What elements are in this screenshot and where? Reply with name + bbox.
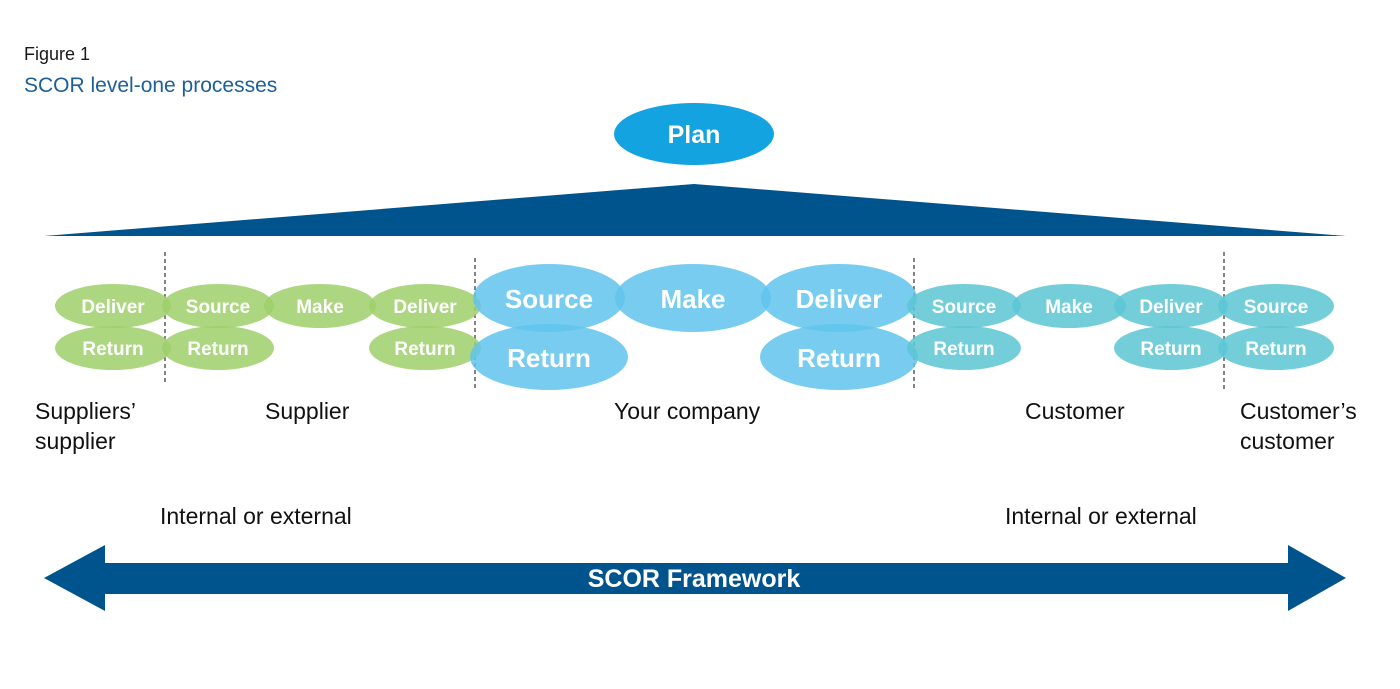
supplier-deliver-label: Deliver xyxy=(393,297,457,318)
figure-title: SCOR level-one processes xyxy=(24,74,278,97)
supplier-deliver-return-label: Return xyxy=(394,339,455,360)
supplier-source-ellipse xyxy=(162,284,274,328)
supplier-make-ellipse xyxy=(264,284,376,328)
company-source-ellipse xyxy=(473,264,625,332)
company-deliver-return-label: Return xyxy=(797,343,881,373)
entity-customers-customer-line1: Customer’s xyxy=(1240,398,1357,424)
company-source-return-label: Return xyxy=(507,343,591,373)
framework-arrow xyxy=(44,545,1346,611)
customers-customer-return-label: Return xyxy=(1245,339,1306,360)
entity-suppliers-supplier-line1: Suppliers’ xyxy=(35,398,136,424)
customers-customer-source-ellipse xyxy=(1218,284,1334,328)
entity-customer: Customer xyxy=(1025,398,1125,424)
customer-make-label: Make xyxy=(1045,297,1093,318)
entity-suppliers-supplier: Suppliers’ supplier xyxy=(35,396,136,456)
supplier-source-label: Source xyxy=(186,297,250,318)
supplier-make-label: Make xyxy=(296,297,344,318)
company-deliver-label: Deliver xyxy=(796,284,883,314)
entity-supplier: Supplier xyxy=(265,398,350,424)
customers-customer-return-ellipse xyxy=(1218,326,1334,370)
plan-roof xyxy=(44,184,1346,236)
suppliers-supplier-return-ellipse xyxy=(55,326,171,370)
framework-label: SCOR Framework xyxy=(588,565,801,593)
customers-customer-source-label: Source xyxy=(1244,297,1308,318)
plan-label: Plan xyxy=(668,121,721,149)
customer-source-ellipse xyxy=(907,284,1021,328)
internal-or-external-left: Internal or external xyxy=(160,503,352,529)
company-deliver-ellipse xyxy=(761,264,917,332)
company-source-return-ellipse xyxy=(470,324,628,390)
suppliers-supplier-deliver-label: Deliver xyxy=(81,297,145,318)
company-make-label: Make xyxy=(660,284,725,314)
customer-deliver-return-label: Return xyxy=(1140,339,1201,360)
customer-deliver-ellipse xyxy=(1114,284,1228,328)
customer-deliver-return-ellipse xyxy=(1114,326,1228,370)
suppliers-supplier-group xyxy=(55,284,171,370)
supplier-source-return-label: Return xyxy=(187,339,248,360)
supplier-deliver-return-ellipse xyxy=(369,326,481,370)
customer-make-ellipse xyxy=(1012,284,1126,328)
entity-your-company: Your company xyxy=(614,398,761,424)
suppliers-supplier-return-label: Return xyxy=(82,339,143,360)
plan-ellipse xyxy=(614,103,774,165)
company-source-label: Source xyxy=(505,284,593,314)
suppliers-supplier-deliver-ellipse xyxy=(55,284,171,328)
entity-suppliers-supplier-line2: supplier xyxy=(35,428,116,454)
supplier-deliver-ellipse xyxy=(369,284,481,328)
internal-or-external-right: Internal or external xyxy=(1005,503,1197,529)
entity-customers-customer-line2: customer xyxy=(1240,428,1335,454)
customer-source-return-label: Return xyxy=(933,339,994,360)
entity-customers-customer: Customer’s customer xyxy=(1240,396,1357,456)
customer-group xyxy=(907,284,1228,370)
company-deliver-return-ellipse xyxy=(760,324,918,390)
supplier-source-return-ellipse xyxy=(162,326,274,370)
supplier-group xyxy=(162,284,481,370)
customer-source-return-ellipse xyxy=(907,326,1021,370)
customers-customer-group xyxy=(1218,284,1334,370)
customer-deliver-label: Deliver xyxy=(1139,297,1203,318)
customer-source-label: Source xyxy=(932,297,996,318)
your-company-group xyxy=(470,264,918,390)
figure-label: Figure 1 xyxy=(24,44,91,64)
company-make-ellipse xyxy=(615,264,771,332)
